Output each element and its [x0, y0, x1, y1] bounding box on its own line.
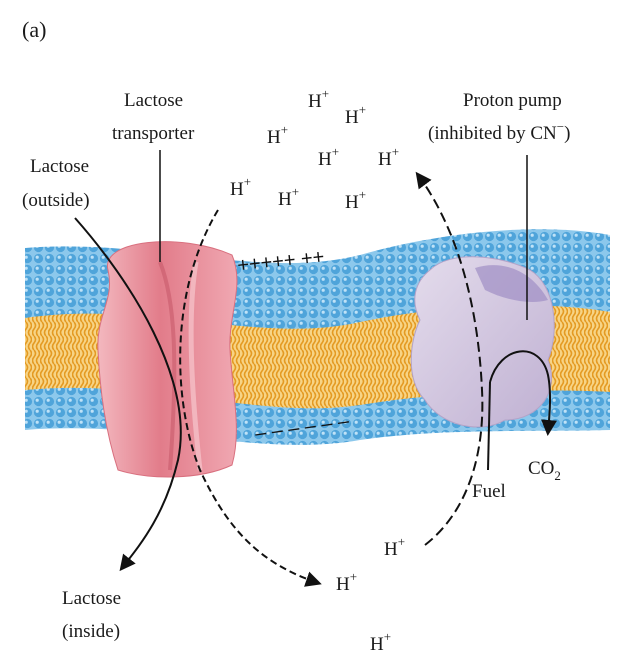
co2-main: CO: [528, 458, 554, 479]
proton-label: H+: [278, 184, 299, 210]
lactose-transporter-label-line2: transporter: [112, 123, 195, 144]
proton-pump-protein: [411, 257, 554, 427]
proton-label: H+: [308, 86, 329, 112]
lactose-inside-label-line2: (inside): [62, 621, 120, 642]
lactose-outside-label-line1: Lactose: [30, 156, 89, 177]
proton-label: H+: [336, 569, 357, 595]
proton-label: H+: [370, 629, 391, 655]
panel-label: (a): [22, 17, 46, 42]
cyanide-charge: −: [557, 119, 564, 134]
proton-pump-label-line1: Proton pump: [463, 90, 562, 111]
proton-pump-label-line2: (inhibited by CN−): [428, 119, 570, 144]
co2-subscript: 2: [554, 468, 561, 483]
co2-label: CO2: [528, 458, 561, 483]
fuel-label: Fuel: [472, 481, 506, 502]
proton-label: H+: [267, 122, 288, 148]
proton-pump-label-close: ): [564, 123, 570, 144]
proton-label: H+: [345, 102, 366, 128]
lactose-outside-label-line2: (outside): [22, 190, 90, 211]
proton-label: H+: [345, 187, 366, 213]
proton-label: H+: [318, 144, 339, 170]
lactose-transporter-protein: [98, 242, 237, 477]
proton-pump-label-text: (inhibited by CN: [428, 123, 557, 144]
proton-label: H+: [378, 144, 399, 170]
proton-label: H+: [230, 174, 251, 200]
lactose-inside-label-line1: Lactose: [62, 588, 121, 609]
proton-label: H+: [384, 534, 405, 560]
lactose-transporter-label-line1: Lactose: [124, 90, 183, 111]
